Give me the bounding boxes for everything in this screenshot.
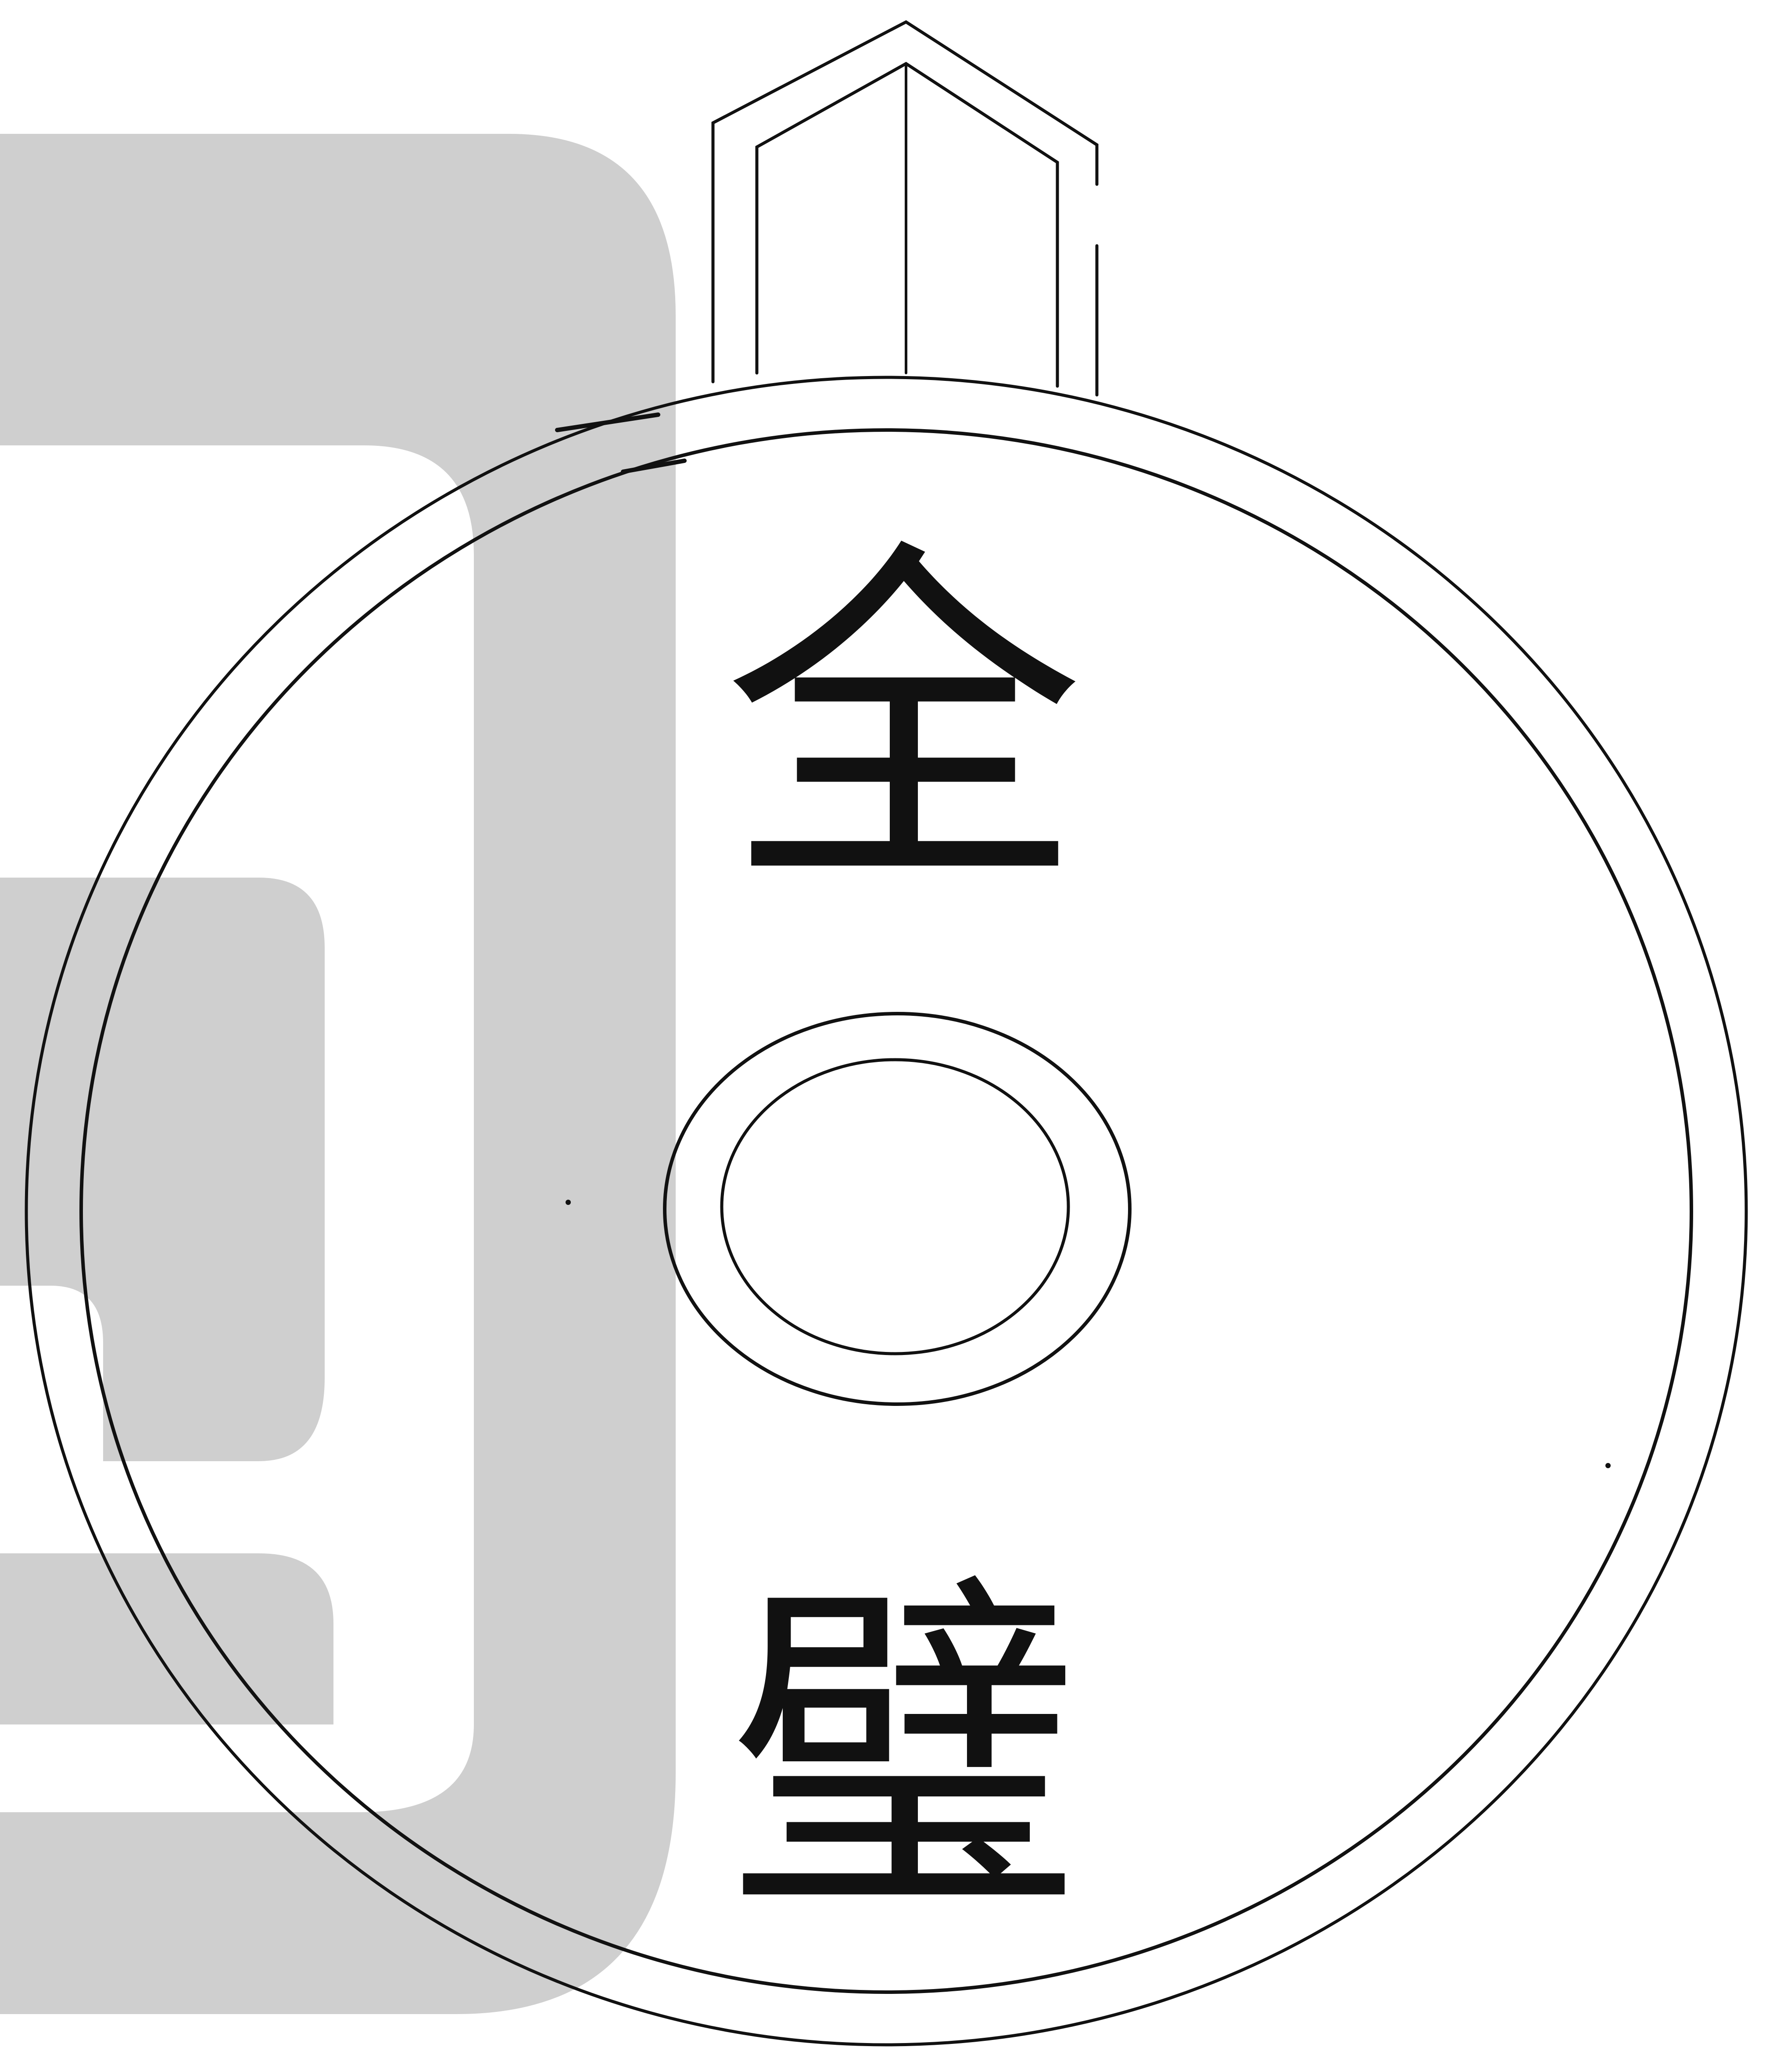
ink-marks [555, 412, 1611, 1468]
disc-central-hole [663, 1012, 1132, 1406]
inscription-bottom-character: 璧 [728, 1548, 1079, 1957]
inscription-top-character: 全 [724, 513, 1084, 932]
pentagonal-handle-icon [711, 20, 1099, 397]
watermark-logo-icon [0, 134, 676, 2014]
disc-outer-rim [25, 376, 1748, 2047]
